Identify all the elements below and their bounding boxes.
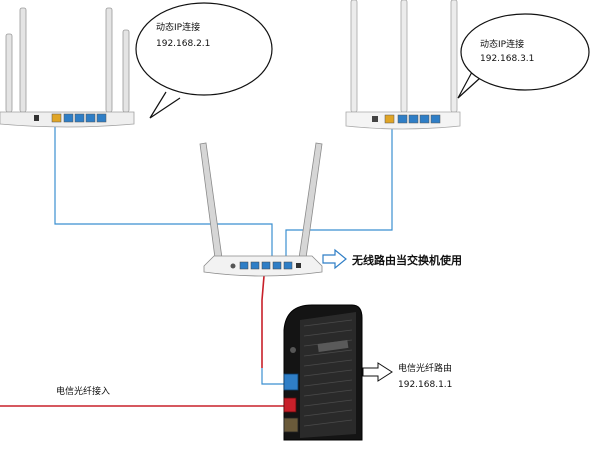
callout-bubble-left <box>135 2 273 119</box>
router-middle-switch <box>199 142 323 277</box>
bubble-right-line1: 动态IP连接 <box>480 40 525 50</box>
switch-caption: 无线路由当交换机使用 <box>352 254 462 267</box>
fiber-input-label: 电信光纤接入 <box>56 387 111 397</box>
bubble-left-line1: 动态IP连接 <box>156 23 201 33</box>
main-router-caption-line2: 192.168.1.1 <box>398 380 453 390</box>
bubble-right-line2: 192.168.3.1 <box>480 54 535 64</box>
red-cables <box>0 275 285 407</box>
bubble-left-line2: 192.168.2.1 <box>156 39 211 49</box>
callout-bubble-right <box>457 13 590 99</box>
blue-cables <box>54 124 393 385</box>
main-router-caption-line1: 电信光纤路由 <box>398 364 453 374</box>
arrow-main-router-caption <box>362 362 393 382</box>
router-top-left <box>0 7 135 128</box>
router-top-right <box>345 0 461 130</box>
arrow-switch-caption <box>322 248 347 270</box>
router-main-fiber <box>283 304 363 441</box>
